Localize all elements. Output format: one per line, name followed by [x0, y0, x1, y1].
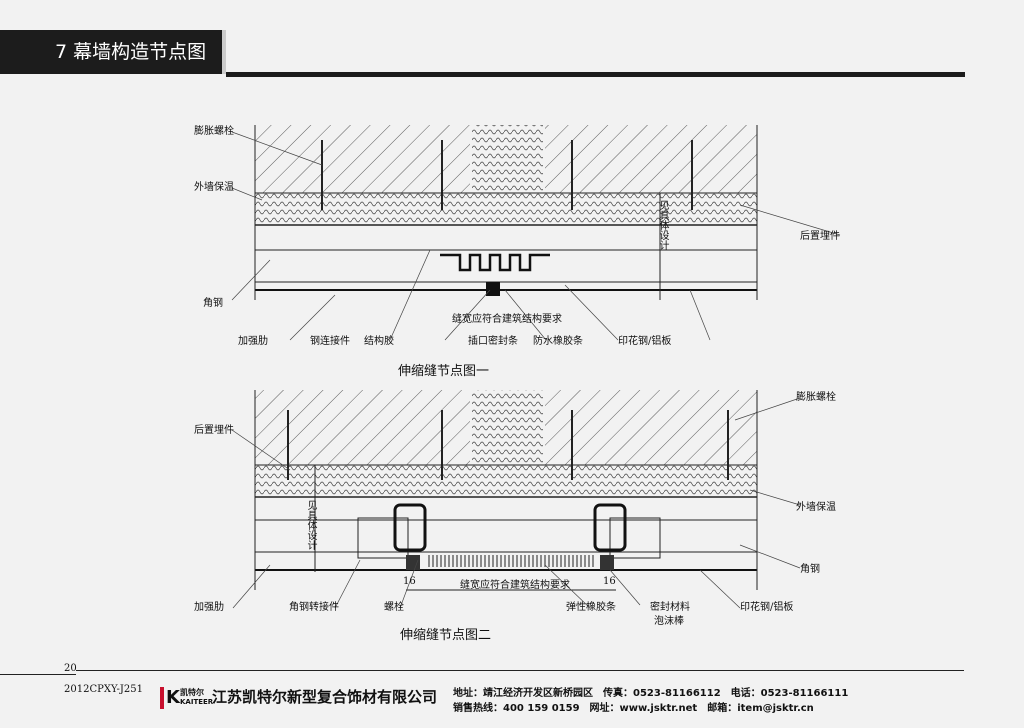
label-see-design: 见具体设计: [657, 200, 668, 250]
company-logo: K 凯特尔 KAITEER: [160, 687, 213, 709]
label-embedded-part: 后置埋件: [800, 231, 840, 242]
company-name: 江苏凯特尔新型复合饰材有限公司: [212, 688, 438, 706]
label-stiffener: 加强肋: [238, 336, 268, 347]
footer-rule: [76, 670, 964, 671]
label-embedded-part-2: 后置埋件: [194, 425, 234, 436]
label-angle-steel-2: 角钢: [800, 564, 820, 575]
label-waterproof-strip: 防水橡胶条: [533, 336, 583, 347]
diagram-1: [254, 125, 758, 300]
label-panel-2: 印花钢/铝板: [740, 602, 794, 613]
contact-web: 销售热线：400 159 0159 网址：www.jsktr.net 邮箱：it…: [453, 703, 814, 714]
label-elastic-strip: 弹性橡胶条: [566, 602, 616, 613]
label-gap-note-2: 缝宽应符合建筑结构要求: [460, 580, 570, 591]
section-title: 7 幕墙构造节点图: [0, 30, 222, 74]
label-insert-seal: 插口密封条: [468, 336, 518, 347]
label-bolt: 螺栓: [384, 602, 404, 613]
label-structural-glue: 结构胶: [364, 336, 394, 347]
document-code: 2012CPXY-J251: [64, 684, 143, 695]
dim-right: 16: [603, 576, 616, 587]
dim-left: 16: [403, 576, 416, 587]
label-expansion-bolt: 膨胀螺栓: [194, 126, 234, 137]
label-steel-connector: 钢连接件: [310, 336, 350, 347]
label-insulation: 外墙保温: [194, 182, 234, 193]
label-expansion-bolt-2: 膨胀螺栓: [796, 392, 836, 403]
label-foam-rod: 泡沫棒: [654, 616, 684, 627]
leader-lines: [231, 131, 841, 609]
label-stiffener-2: 加强肋: [194, 602, 224, 613]
label-gap-note: 缝宽应符合建筑结构要求: [452, 314, 562, 325]
label-angle-steel: 角钢: [203, 298, 223, 309]
header-divider: [222, 30, 226, 74]
page-number: 20: [64, 663, 77, 674]
label-see-design-2: 见具体设计: [305, 500, 316, 550]
diagram-2: [254, 390, 758, 591]
contact-address: 地址：靖江经济开发区新桥园区 传真：0523-81166112 电话：0523-…: [453, 688, 849, 699]
header-rule: [226, 72, 965, 77]
caption-diagram-2: 伸缩缝节点图二: [400, 628, 492, 643]
label-insulation-2: 外墙保温: [796, 502, 836, 513]
footer-rule-left: [0, 674, 76, 675]
label-angle-connector: 角钢转接件: [289, 602, 339, 613]
label-seal-material: 密封材料: [650, 602, 690, 613]
label-panel: 印花钢/铝板: [618, 336, 672, 347]
caption-diagram-1: 伸缩缝节点图一: [398, 364, 490, 379]
